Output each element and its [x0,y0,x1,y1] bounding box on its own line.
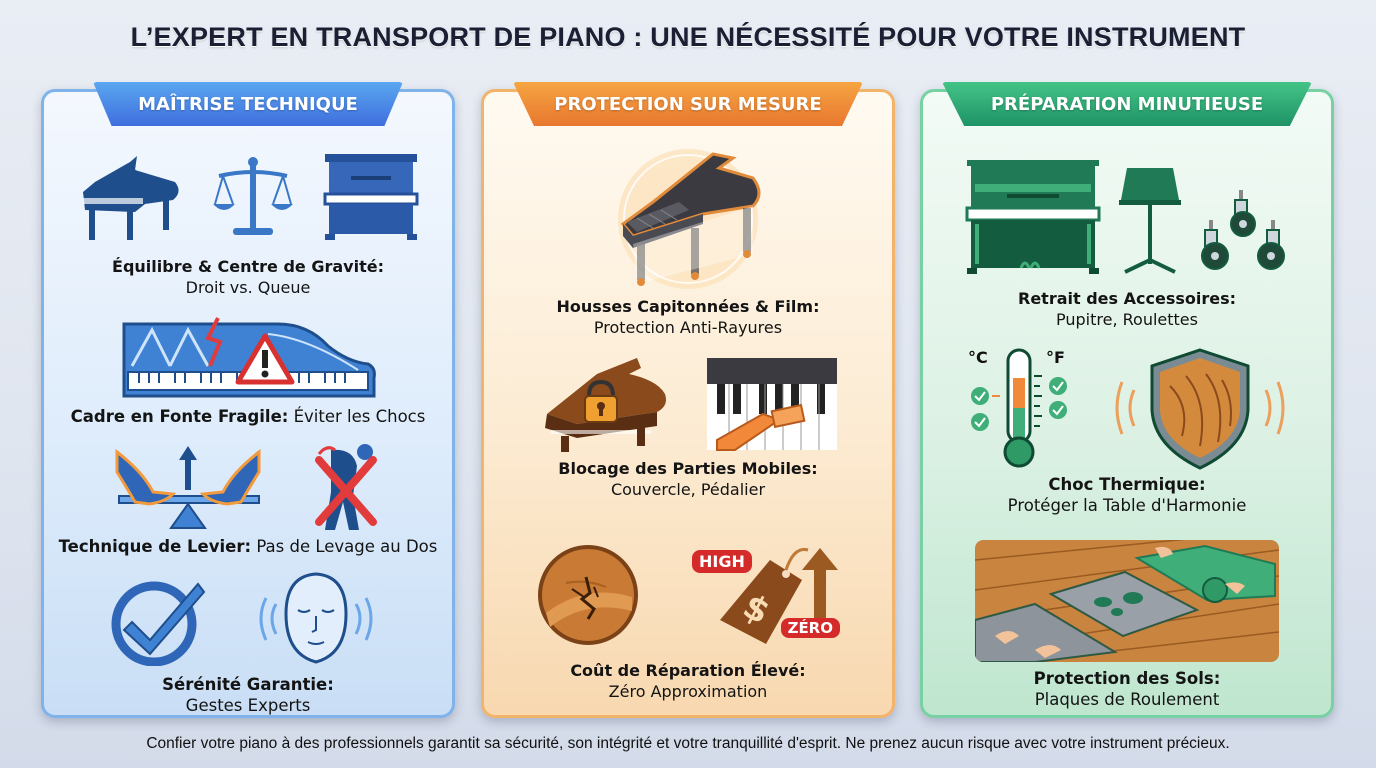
casters-icon [1199,190,1289,274]
item-blocage: Blocage des Parties Mobiles: Couvercle, … [484,354,892,500]
tag-high-badge: HIGH [692,550,752,573]
item-retrait-accessoires: Retrait des Accessoires: Pupitre, Roulet… [923,158,1331,330]
panel-maitrise-technique: MAÎTRISE TECHNIQUE [41,82,455,718]
item-subtitle: Plaques de Roulement [1034,690,1220,709]
cracked-iron-frame-icon [118,316,378,400]
ribbon-maitrise-technique: MAÎTRISE TECHNIQUE [93,82,403,126]
item-serenite: Sérénité Garantie: Gestes Experts [44,570,452,716]
upright-piano-icon [965,158,1101,274]
upright-piano-icon [321,150,421,242]
item-cadre-fonte: Cadre en Fonte Fragile: Éviter les Chocs [44,316,452,427]
item-title: Cadre en Fonte Fragile: [70,407,289,426]
cracked-wood-icon [536,543,640,647]
item-subtitle: Couvercle, Pédalier [610,480,766,499]
item-technique-levier: Technique de Levier: Pas de Levage au Do… [44,440,452,557]
celsius-label: °C [968,348,988,367]
item-title: Housses Capitonnées & Film: [556,297,820,316]
item-subtitle: Droit vs. Queue [185,278,311,297]
page-title: L’EXPERT EN TRANSPORT DE PIANO : UNE NÉC… [130,22,1246,52]
wood-shield-icon [1110,346,1290,470]
music-stand-icon [1117,164,1183,274]
item-title: Coût de Réparation Élevé: [570,661,806,680]
item-title: Sérénité Garantie: [162,675,334,694]
tag-zero-badge: ZÉRO [780,618,840,638]
no-back-lift-icon [313,440,383,532]
item-title: Technique de Levier: [58,537,252,556]
calm-face-icon [246,570,386,666]
item-subtitle: Gestes Experts [185,696,311,715]
item-housses: Housses Capitonnées & Film: Protection A… [484,144,892,338]
panel-protection-sur-mesure: PROTECTION SUR MESURE [481,82,895,718]
ribbon-protection-sur-mesure: PROTECTION SUR MESURE [513,82,863,126]
thermometer-icon: °C °F [964,346,1074,470]
key-block-icon [703,354,839,454]
item-cout-reparation: $ HIGH ZÉRO Coût de Réparation Élevé: Zé… [484,540,892,702]
item-subtitle: Protéger la Table d'Harmonie [1007,496,1247,515]
footer-note: Confier votre piano à des professionnels… [146,735,1230,752]
item-protection-sols: Protection des Sols: Plaques de Roulemen… [923,540,1331,710]
price-tag-icon: $ HIGH ZÉRO [690,540,840,650]
item-title: Choc Thermique: [1048,475,1206,494]
wrapped-grand-piano-icon [593,144,783,294]
item-title: Retrait des Accessoires: [1018,289,1236,308]
item-subtitle: Protection Anti-Rayures [593,318,783,337]
item-choc-thermique: °C °F Choc Thermique: Protéger la Table … [923,346,1331,516]
fahrenheit-label: °F [1046,348,1065,367]
floor-mats-illustration [975,540,1279,662]
item-subtitle: Zéro Approximation [608,682,768,701]
item-title: Blocage des Parties Mobiles: [558,459,818,478]
item-title: Équilibre & Centre de Gravité: [112,257,384,276]
item-equilibre: Équilibre & Centre de Gravité: Droit vs.… [44,150,452,298]
lever-hands-icon [113,442,263,532]
item-title: Protection des Sols: [1033,669,1221,688]
locked-piano-lid-icon [537,354,677,454]
grand-piano-icon [75,152,185,242]
ribbon-preparation-minutieuse: PRÉPARATION MINUTIEUSE [942,82,1312,126]
balance-scale-icon [213,152,293,242]
item-subtitle: Pas de Levage au Dos [256,537,438,556]
item-subtitle: Éviter les Chocs [293,407,426,426]
checkmark-circle-icon [110,576,206,666]
item-subtitle: Pupitre, Roulettes [1056,310,1198,329]
panel-preparation-minutieuse: PRÉPARATION MINUTIEUSE [920,82,1334,718]
